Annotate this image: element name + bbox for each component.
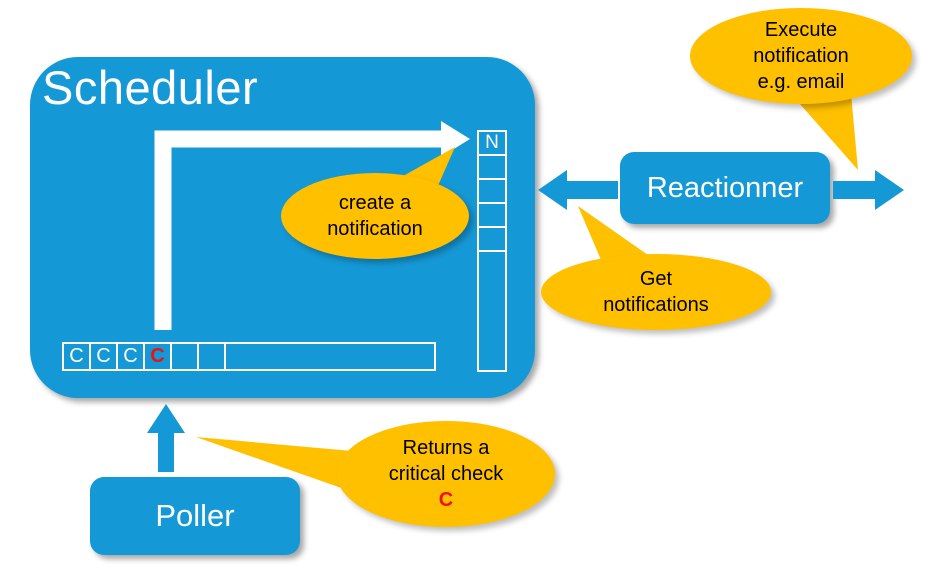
create-notification-bubble: create a notification (281, 173, 469, 259)
check-label: C (123, 345, 138, 367)
bubble-line: create a (338, 192, 412, 214)
bubble-line: critical check (388, 463, 504, 485)
check-cell-empty (197, 342, 226, 371)
bubble-line: notifications (603, 294, 709, 316)
reactionner-box: Reactionner (620, 152, 830, 224)
check-cell-critical: C (143, 342, 172, 371)
queue-cell (477, 226, 507, 252)
bubble-line: Execute (764, 19, 838, 41)
check-label: C (96, 345, 111, 367)
queue-head-label: N (485, 132, 499, 153)
poller-label: Poller (155, 498, 235, 533)
get-notifications-bubble: Get notifications (541, 254, 771, 330)
scheduler-title: Scheduler (42, 61, 259, 114)
queue-cell-tall (477, 250, 507, 372)
reactionner-label: Reactionner (646, 171, 804, 204)
check-cell: C (62, 342, 91, 371)
bubble-line: notification (753, 45, 849, 67)
check-cell: C (116, 342, 145, 371)
check-label-critical: C (150, 345, 165, 367)
check-cell: C (89, 342, 118, 371)
check-cell-empty (170, 342, 199, 371)
bubble-line: Get (639, 268, 673, 290)
arrow-reactionner-execute (833, 170, 904, 210)
queue-cell (477, 202, 507, 228)
bubble-line: notification (327, 218, 423, 240)
returns-critical-bubble: Returns a critical check C (337, 421, 555, 527)
arrow-poller-to-scheduler (147, 404, 185, 472)
queue-cell (477, 178, 507, 204)
bubble-line: e.g. email (757, 71, 845, 93)
check-label: C (69, 345, 84, 367)
queue-cell (477, 154, 507, 180)
critical-letter: C (438, 489, 454, 511)
check-cell-long-empty (224, 342, 436, 371)
bubble-line: Returns a (402, 437, 490, 459)
queue-cell-head: N (477, 130, 507, 156)
poller-box: Poller (90, 477, 300, 555)
check-row: C C C C (62, 342, 436, 371)
notification-queue: N (477, 130, 507, 372)
arrow-reactionner-to-scheduler (538, 170, 618, 210)
execute-notification-bubble: Execute notification e.g. email (690, 8, 912, 104)
